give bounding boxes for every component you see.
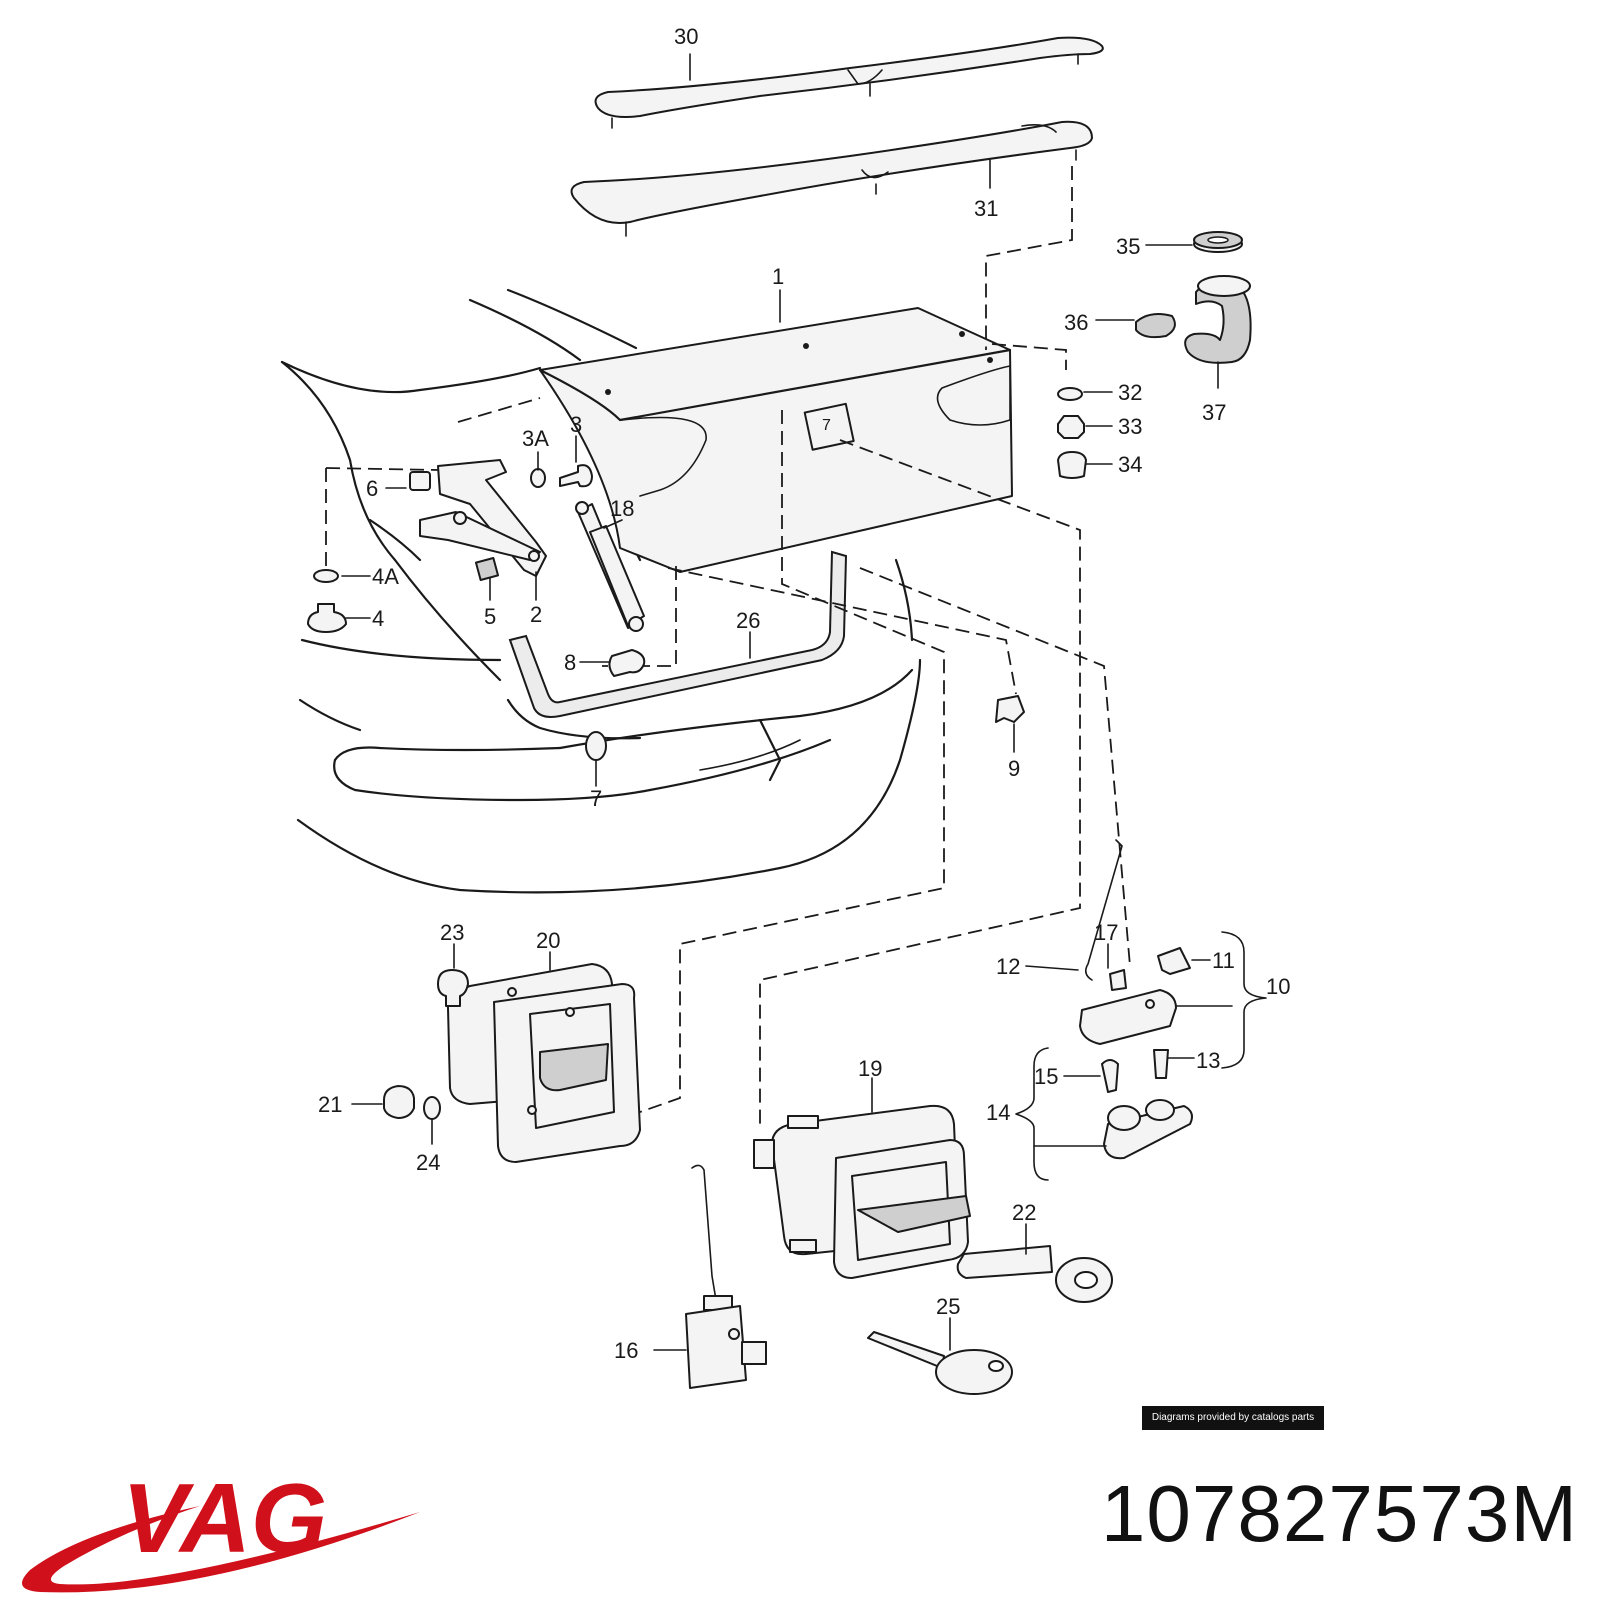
bolt-23 <box>437 969 469 1007</box>
callout-8: 8 <box>564 650 576 675</box>
callout-17: 17 <box>1094 920 1118 945</box>
callout-26: 26 <box>736 608 760 633</box>
vag-logo: VAG <box>22 1463 420 1593</box>
plug-7 <box>585 731 607 761</box>
latch-assembly-10 <box>1079 839 1191 1079</box>
callout-24: 24 <box>416 1150 440 1175</box>
callout-33: 33 <box>1118 414 1142 439</box>
callout-13: 13 <box>1196 1048 1220 1073</box>
callout-22: 22 <box>1012 1200 1036 1225</box>
diagram-credit: Diagrams provided by catalogs parts <box>1142 1406 1324 1430</box>
callout-9: 9 <box>1008 756 1020 781</box>
callout-3: 3 <box>570 412 582 437</box>
callout-7: 7 <box>590 786 602 811</box>
nut-21 <box>383 1085 415 1119</box>
lock-housing-19 <box>753 1104 971 1279</box>
callout-35: 35 <box>1116 234 1140 259</box>
callout-15: 15 <box>1034 1064 1058 1089</box>
washer-24 <box>423 1096 441 1120</box>
callout-18: 18 <box>610 496 634 521</box>
callout-23: 23 <box>440 920 464 945</box>
rear-spoiler-lower <box>570 120 1093 237</box>
callout-19: 19 <box>858 1056 882 1081</box>
washer-32 <box>1057 387 1083 401</box>
trunk-hinge <box>307 459 593 633</box>
key-25 <box>867 1331 1013 1395</box>
callout-10: 10 <box>1266 974 1290 999</box>
callout-labels: 30 31 1 35 36 37 32 33 34 3A 3 6 18 4A 4… <box>318 24 1290 1363</box>
callout-12: 12 <box>996 954 1020 979</box>
clip-9 <box>995 695 1025 723</box>
callout-21: 21 <box>318 1092 342 1117</box>
callout-34: 34 <box>1118 452 1142 477</box>
pad-36 <box>1135 313 1176 339</box>
callout-2: 2 <box>530 602 542 627</box>
car-body-outline <box>280 288 922 894</box>
trunk-lid <box>538 307 1013 573</box>
callout-1: 1 <box>772 264 784 289</box>
callout-16: 16 <box>614 1338 638 1363</box>
callout-4a: 4A <box>372 564 399 589</box>
assembly-dashed-lines <box>325 166 1131 1124</box>
lock-housing-20 <box>446 963 641 1163</box>
callout-25: 25 <box>936 1294 960 1319</box>
callout-6: 6 <box>366 476 378 501</box>
callout-3a: 3A <box>522 426 549 451</box>
part-number: 107827573M <box>1100 1469 1578 1558</box>
nut-33 <box>1057 415 1085 439</box>
callout-37: 37 <box>1202 400 1226 425</box>
cap-34 <box>1057 451 1087 479</box>
callout-31: 31 <box>974 196 998 221</box>
trunk-seal <box>508 550 848 718</box>
lock-cylinder-22 <box>956 1245 1113 1303</box>
callout-32: 32 <box>1118 380 1142 405</box>
micro-switch-16 <box>685 1164 767 1389</box>
callout-14: 14 <box>986 1100 1010 1125</box>
callout-4: 4 <box>372 606 384 631</box>
logo-text: VAG <box>122 1463 327 1573</box>
trunk-lid-inline-tag: 7 <box>822 417 831 434</box>
callout-11: 11 <box>1212 948 1235 973</box>
rear-spoiler-upper <box>594 36 1104 129</box>
gas-strut <box>575 501 646 677</box>
grommet-35 <box>1193 231 1243 253</box>
logo-swoosh <box>22 1506 420 1593</box>
callout-36: 36 <box>1064 310 1088 335</box>
striker-14 <box>1101 1059 1193 1160</box>
leader-lines <box>341 53 1267 1351</box>
callout-30: 30 <box>674 24 698 49</box>
callout-20: 20 <box>536 928 560 953</box>
callout-5: 5 <box>484 604 496 629</box>
